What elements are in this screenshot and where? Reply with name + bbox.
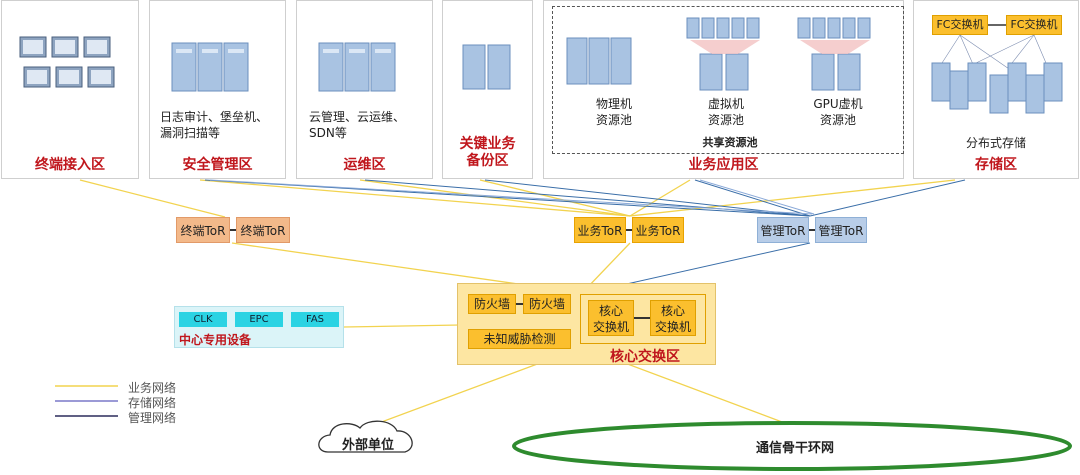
clk-device: CLK <box>179 312 227 327</box>
core-switch-left-line2: 交换机 <box>592 320 629 334</box>
special-equipment-group: CLK EPC FAS 中心专用设备 <box>174 306 344 348</box>
core-switch-right: 核心 交换机 <box>650 300 696 336</box>
terminal-monitors-icon <box>19 36 115 88</box>
epc-device: EPC <box>235 312 283 327</box>
server-rack-icon <box>318 42 396 92</box>
shared-pool-label: 共享资源池 <box>702 136 758 149</box>
threat-detection: 未知威胁检测 <box>468 329 571 349</box>
business-tor-left: 业务ToR <box>574 217 626 243</box>
firewall-left: 防火墙 <box>468 294 516 314</box>
backbone-label: 通信骨干环网 <box>755 441 834 456</box>
core-zone-title: 核心交换区 <box>610 349 680 365</box>
tor-link <box>626 229 632 231</box>
vm-pool-label: 虚拟机 资源池 <box>696 96 756 128</box>
management-tor-left: 管理ToR <box>757 217 809 243</box>
storage-desc: 分布式存储 <box>965 136 1026 150</box>
gpu-pool-line2: 资源池 <box>819 113 856 127</box>
physical-pool-line1: 物理机 <box>595 97 632 111</box>
security-desc-line1: 日志审计、堡垒机、 <box>160 110 269 124</box>
fc-switch-left: FC交换机 <box>932 15 988 35</box>
storage-zone-title: 存储区 <box>975 157 1017 173</box>
security-zone: 日志审计、堡垒机、 漏洞扫描等 安全管理区 <box>149 0 286 179</box>
physical-pool-line2: 资源池 <box>595 113 632 127</box>
business-tor-right: 业务ToR <box>632 217 684 243</box>
core-switch-link <box>634 317 650 319</box>
firewall-right: 防火墙 <box>523 294 571 314</box>
storage-network-lines <box>209 179 815 215</box>
legend-storage-label: 存储网络 <box>128 396 177 410</box>
backup-zone-title: 关键业务 备份区 <box>443 136 532 170</box>
backup-title-line1: 关键业务 <box>459 136 516 152</box>
physical-pool-label: 物理机 资源池 <box>584 96 644 128</box>
vm-pool-line2: 资源池 <box>707 113 744 127</box>
gpu-pool-line1: GPU虚机 <box>813 97 863 111</box>
backbone-ring <box>512 421 1072 471</box>
backup-title-line2: 备份区 <box>466 153 509 169</box>
gpu-pool-label: GPU虚机 资源池 <box>806 96 870 128</box>
ops-desc-line1: 云管理、云运维、 <box>309 110 406 124</box>
core-switch-left: 核心 交换机 <box>588 300 634 336</box>
special-equipment-title: 中心专用设备 <box>179 333 252 347</box>
terminal-zone: 终端接入区 <box>1 0 139 179</box>
cloud-shape <box>318 420 413 453</box>
fc-switch-right: FC交换机 <box>1006 15 1062 35</box>
business-servers-icon <box>566 17 871 91</box>
fas-device: FAS <box>291 312 339 327</box>
terminal-tor-right: 终端ToR <box>236 217 290 243</box>
server-rack-icon <box>171 42 249 92</box>
ops-zone-title: 运维区 <box>343 157 386 173</box>
vm-pool-line1: 虚拟机 <box>707 97 744 111</box>
legend-business-label: 业务网络 <box>128 381 177 395</box>
legend-management-label: 管理网络 <box>128 411 177 425</box>
security-desc-line2: 漏洞扫描等 <box>160 126 221 140</box>
external-unit-label: 外部单位 <box>341 438 394 453</box>
management-tor-right: 管理ToR <box>815 217 867 243</box>
ops-zone: 云管理、云运维、 SDN等 运维区 <box>296 0 433 179</box>
core-switch-right-line2: 交换机 <box>654 320 691 334</box>
shared-pool-frame <box>552 6 904 154</box>
security-zone-title: 安全管理区 <box>182 157 253 173</box>
storage-servers-icon <box>931 24 1063 114</box>
server-rack-icon <box>462 44 511 90</box>
core-switch-right-line1: 核心 <box>660 304 685 318</box>
tor-link <box>809 229 815 231</box>
firewall-link <box>516 303 523 305</box>
storage-zone: FC交换机 FC交换机 分布式存储 存储区 <box>913 0 1079 179</box>
backup-zone: 关键业务 备份区 <box>442 0 533 179</box>
tor-link <box>230 229 236 231</box>
core-zone: 防火墙 防火墙 未知威胁检测 核心 交换机 核心 交换机 核心交换区 <box>457 283 716 365</box>
terminal-tor-left: 终端ToR <box>176 217 230 243</box>
ops-desc-line2: SDN等 <box>309 126 347 140</box>
core-switch-left-line1: 核心 <box>598 304 623 318</box>
business-network-lines <box>79 179 956 431</box>
terminal-zone-title: 终端接入区 <box>35 157 105 173</box>
business-zone-title: 业务应用区 <box>688 157 759 173</box>
